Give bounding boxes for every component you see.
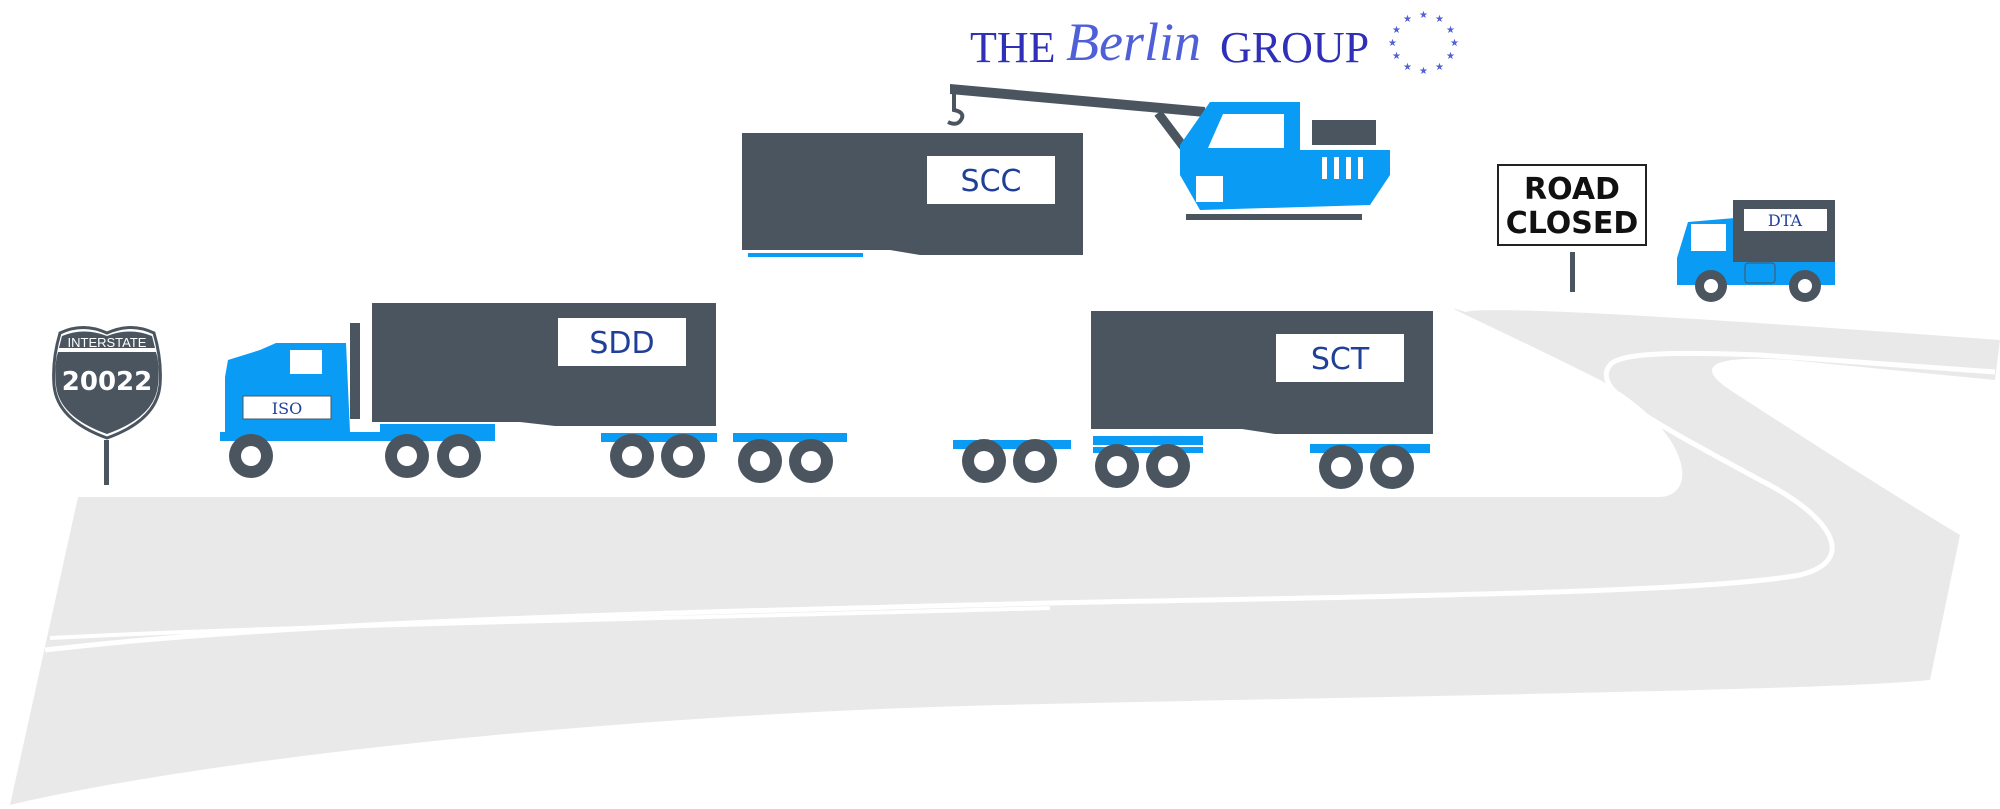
- svg-text:★: ★: [1419, 66, 1428, 77]
- road-sign-board: [1497, 164, 1647, 246]
- road-stripe: [44, 350, 1996, 653]
- interstate-sign: INTERSTATE 20022: [52, 326, 162, 485]
- crane-track: [1186, 214, 1362, 220]
- sct-mid-bed: [1093, 436, 1203, 445]
- shield-number: 20022: [62, 367, 152, 397]
- svg-text:★: ★: [1446, 25, 1455, 36]
- small-truck: DTA: [1677, 200, 1835, 302]
- berlin-group-logo: THE Berlin GROUP ★★★ ★★★ ★★★ ★★★: [970, 10, 1459, 77]
- crane-vents: [1322, 157, 1363, 179]
- sct-label-box: [1276, 334, 1404, 382]
- sdd-trailer-bed: [601, 433, 717, 442]
- truck-chassis: [220, 432, 495, 441]
- extra-trailer-bed: [733, 433, 847, 442]
- road-lower-edge: [49, 606, 1051, 640]
- crane-hook-icon: [947, 92, 965, 126]
- small-truck-panel: [1744, 262, 1776, 284]
- rear-chassis: [380, 424, 495, 432]
- sdd-label-box: [558, 318, 686, 366]
- crane-lower-window: [1196, 176, 1223, 202]
- sdd-label: SDD: [589, 326, 654, 361]
- main-truck-wheels: [229, 434, 833, 483]
- svg-text:★: ★: [1450, 38, 1459, 49]
- scc-label: SCC: [961, 164, 1022, 199]
- crane-cab-window: [1208, 114, 1284, 148]
- shield-top-text: INTERSTATE: [68, 335, 147, 350]
- small-truck-window: [1691, 224, 1726, 251]
- svg-text:★: ★: [1392, 25, 1401, 36]
- svg-text:★: ★: [1403, 14, 1412, 25]
- road-sign-line1: ROAD: [1524, 172, 1620, 207]
- svg-text:★: ★: [1388, 38, 1397, 49]
- crane-vehicle: SCC: [742, 84, 1390, 257]
- scc-base-stripe: [748, 253, 863, 257]
- exhaust-stack: [350, 323, 360, 419]
- sct-wheels: [962, 439, 1414, 489]
- road-surface: [10, 308, 2000, 805]
- crane-engine-box: [1312, 120, 1376, 145]
- logo-name: Berlin: [1066, 12, 1201, 72]
- main-truck: ISO SDD: [220, 303, 847, 483]
- logo-suffix: GROUP: [1220, 23, 1369, 72]
- road-sign-post: [1570, 252, 1575, 292]
- sign-post: [104, 440, 109, 485]
- cab-window: [290, 350, 322, 374]
- sct-label: SCT: [1311, 342, 1370, 377]
- road: [10, 308, 2000, 805]
- sct-mid-bed-2: [1093, 447, 1203, 453]
- road-closed-sign: ROAD CLOSED: [1497, 164, 1647, 292]
- svg-text:★: ★: [1403, 62, 1412, 73]
- sct-trailer: SCT: [953, 311, 1433, 489]
- svg-text:★: ★: [1392, 51, 1401, 62]
- sct-front-bed: [953, 440, 1071, 449]
- crane-boom: [950, 84, 1205, 117]
- svg-text:★: ★: [1419, 10, 1428, 21]
- cab-plate-label: ISO: [272, 399, 302, 418]
- dta-label-box: [1744, 209, 1827, 231]
- svg-text:★: ★: [1446, 51, 1455, 62]
- road-sign-line2: CLOSED: [1506, 206, 1639, 241]
- cab-plate-box: [242, 395, 332, 420]
- logo-prefix: THE: [970, 23, 1056, 72]
- scc-label-box: [927, 156, 1055, 204]
- sct-rear-bed: [1310, 444, 1430, 453]
- dta-label: DTA: [1768, 211, 1803, 230]
- svg-text:★: ★: [1435, 62, 1444, 73]
- svg-text:★: ★: [1435, 14, 1444, 25]
- shield-top-band: [59, 331, 155, 348]
- shield-body: [55, 352, 159, 434]
- eu-stars-icon: ★★★ ★★★ ★★★ ★★★: [1388, 10, 1459, 77]
